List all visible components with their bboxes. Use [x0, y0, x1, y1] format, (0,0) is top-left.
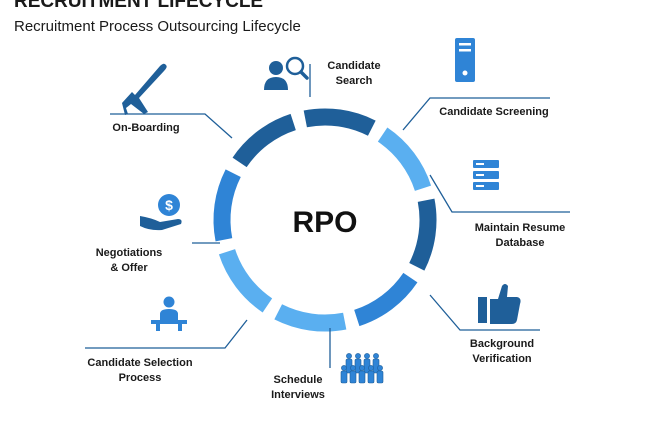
person-head — [373, 353, 379, 359]
person-head — [377, 365, 383, 371]
ring-segment-schedule-interviews — [274, 304, 347, 332]
thumbs-up-icon — [478, 284, 521, 324]
step-label-negotiations-offer: Negotiations& Offer — [96, 247, 163, 274]
airplane-icon — [122, 63, 167, 115]
step-label-candidate-screening: Candidate Screening — [439, 106, 548, 118]
leader-line-on-boarding — [110, 113, 233, 139]
database-rack-icon — [473, 160, 499, 190]
slide-subtitle: Recruitment Process Outsourcing Lifecycl… — [14, 18, 301, 35]
center-label: RPO — [292, 206, 357, 239]
ring-segment-candidate-selection — [218, 248, 273, 313]
leader-line-candidate-selection — [85, 319, 248, 349]
person-head — [364, 353, 370, 359]
hand-dollar-icon: $ — [140, 194, 182, 231]
step-label-on-boarding: On-Boarding — [112, 122, 179, 134]
svg-text:$: $ — [165, 197, 173, 213]
person-head — [368, 365, 374, 371]
server-tower-icon — [455, 38, 475, 82]
desk-person-icon — [151, 296, 187, 331]
ring-segment-background-verification — [353, 272, 418, 327]
leader-line-candidate-screening — [402, 97, 550, 131]
person-head — [350, 365, 356, 371]
group-people-icon — [340, 353, 384, 384]
person-head — [359, 365, 365, 371]
leader-lines — [85, 64, 570, 368]
ring-segment-maintain-resume-database — [409, 198, 437, 271]
person-body — [340, 370, 348, 384]
ring-segment-on-boarding — [232, 113, 297, 168]
ring-segment-candidate-search — [303, 108, 376, 136]
ring-segment-candidate-screening — [377, 127, 432, 192]
user-search-icon — [264, 56, 309, 90]
leader-line-maintain-resume — [429, 174, 570, 213]
person-head — [355, 353, 361, 359]
person-head — [346, 353, 352, 359]
ring — [213, 108, 437, 332]
person-body — [358, 370, 366, 384]
person-body — [367, 370, 375, 384]
person-body — [376, 370, 384, 384]
person-body — [349, 370, 357, 384]
person-head — [341, 365, 347, 371]
ring-segment-negotiations-offer — [213, 169, 241, 242]
slide-title: RECRUITMENT LIFECYCLE — [14, 0, 264, 12]
leader-line-background-verification — [429, 294, 540, 331]
